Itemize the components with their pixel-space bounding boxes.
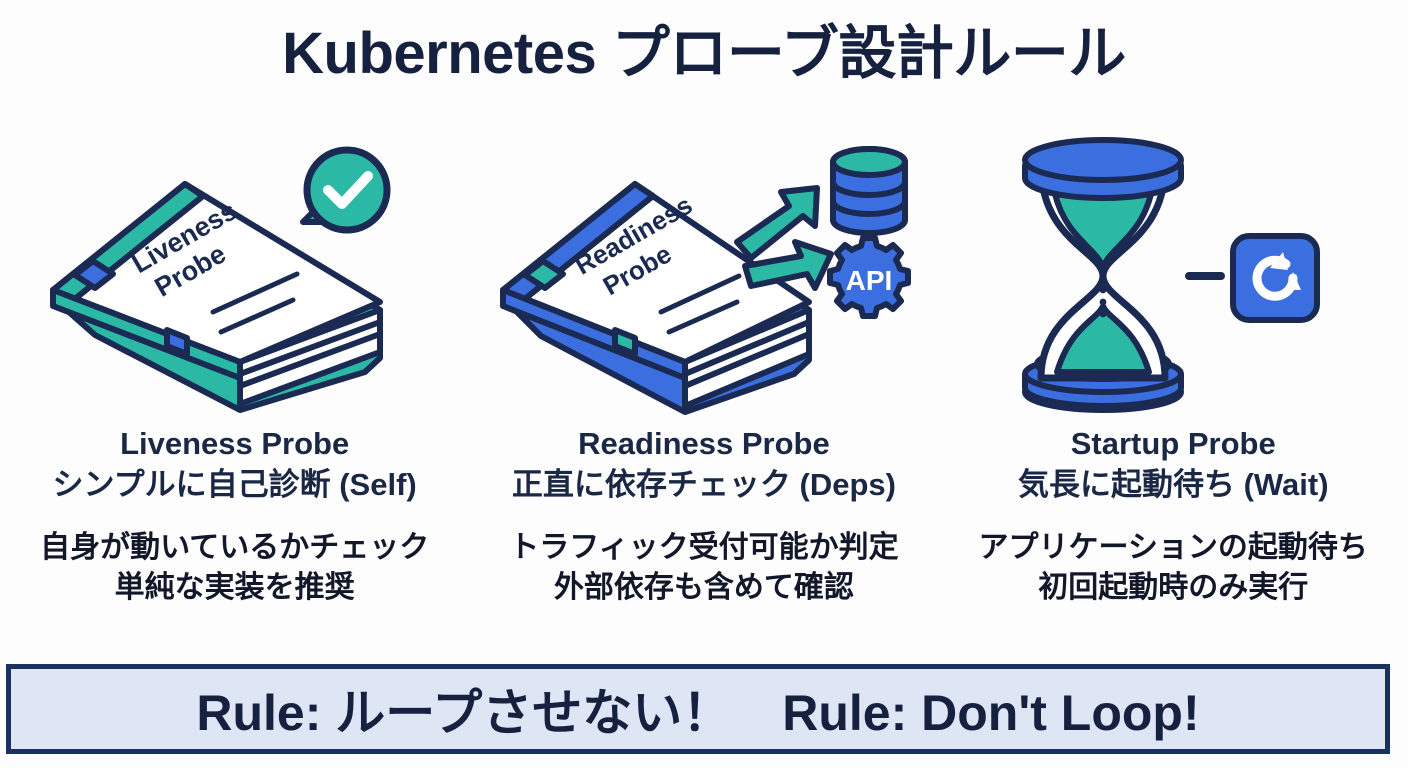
- probe-columns: Liveness Probe: [0, 130, 1408, 640]
- liveness-desc-line2: 単純な実装を推奨: [114, 571, 355, 605]
- startup-heading-line2: 気長に起動待ち (Wait): [1017, 466, 1329, 502]
- api-gear-icon: API: [826, 235, 911, 319]
- startup-desc-line2: 初回起動時のみ実行: [1038, 571, 1309, 605]
- liveness-description: 自身が動いているかチェック 単純な実装を推奨: [40, 528, 429, 609]
- teal-book-with-check-bubble-icon: Liveness Probe: [49, 146, 391, 413]
- probe-card-readiness: Readiness Probe: [469, 130, 938, 640]
- readiness-description: トラフィック受付可能か判定 外部依存も含めて確認: [509, 528, 898, 609]
- rule-banner-text: Rule: ループさせない！ Rule: Don't Loop!: [196, 685, 1200, 741]
- startup-illustration: [939, 130, 1408, 420]
- readiness-desc-line2: 外部依存も含めて確認: [553, 571, 854, 605]
- check-bubble-icon: [299, 146, 391, 234]
- restart-arrow-icon: [1230, 233, 1321, 323]
- readiness-heading-line2: 正直に依存チェック (Deps): [511, 466, 896, 502]
- database-icon: [829, 146, 908, 236]
- liveness-desc-line1: 自身が動いているかチェック: [40, 530, 430, 564]
- arrow-to-api-icon: [741, 239, 834, 291]
- startup-description: アプリケーションの起動待ち 初回起動時のみ実行: [979, 528, 1368, 609]
- blue-book-with-arrows-icon: Readiness Probe: [499, 146, 911, 415]
- api-gear-label: API: [846, 265, 893, 296]
- liveness-heading-line1: Liveness Probe: [120, 426, 350, 461]
- probe-card-liveness: Liveness Probe: [0, 130, 469, 640]
- readiness-heading-line1: Readiness Probe: [578, 426, 830, 461]
- arrow-to-database-icon: [733, 185, 820, 261]
- readiness-heading: Readiness Probe 正直に依存チェック (Deps): [512, 424, 896, 506]
- rule-banner: Rule: ループさせない！ Rule: Don't Loop!: [6, 664, 1390, 754]
- readiness-desc-line1: トラフィック受付可能か判定: [509, 530, 899, 564]
- startup-heading-line1: Startup Probe: [1070, 426, 1276, 461]
- probe-card-startup: Startup Probe 気長に起動待ち (Wait) アプリケーションの起動…: [939, 130, 1408, 640]
- startup-desc-line1: アプリケーションの起動待ち: [978, 530, 1368, 564]
- readiness-illustration: Readiness Probe: [469, 130, 938, 420]
- hourglass-icon: [1022, 137, 1185, 413]
- page-title: Kubernetes プローブ設計ルール: [282, 21, 1126, 86]
- liveness-heading: Liveness Probe シンプルに自己診断 (Self): [53, 424, 417, 506]
- hourglass-with-restart-icon: [1022, 137, 1321, 413]
- startup-heading: Startup Probe 気長に起動待ち (Wait): [1018, 424, 1329, 506]
- liveness-illustration: Liveness Probe: [0, 130, 469, 420]
- liveness-heading-line2: シンプルに自己診断 (Self): [52, 466, 417, 502]
